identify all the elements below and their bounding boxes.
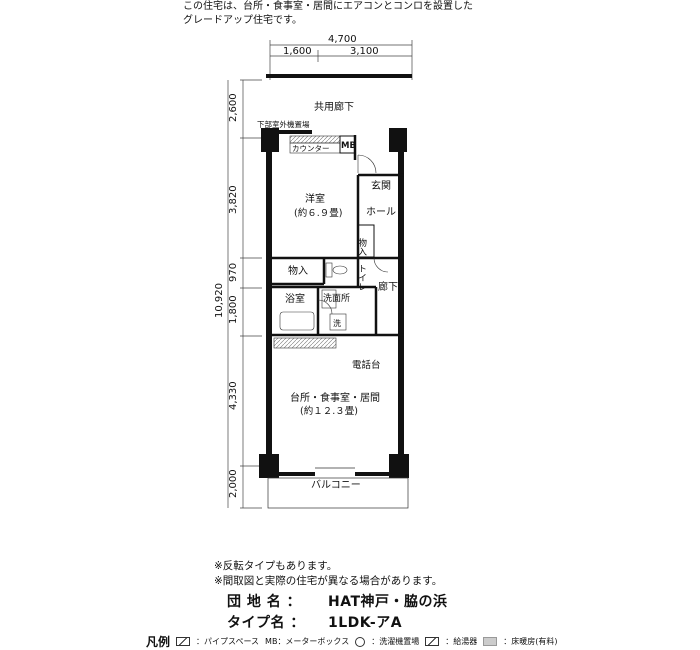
dim-left-4: 1,800 bbox=[228, 295, 239, 324]
left-dimensions bbox=[227, 79, 262, 509]
walls bbox=[259, 128, 409, 478]
dim-left-2: 3,820 bbox=[228, 185, 239, 214]
label-mb: MB bbox=[341, 141, 356, 151]
pipe-space-icon bbox=[176, 637, 190, 646]
legend-pipe-space: ：パイプスペース bbox=[196, 637, 260, 646]
type-label: タイプ名 ： bbox=[227, 615, 305, 631]
complex-label: 団 地 名 ： bbox=[227, 594, 302, 610]
bathtub bbox=[279, 311, 315, 331]
door-swings bbox=[317, 154, 389, 315]
label-washroom: 洗面所 bbox=[323, 292, 350, 304]
floor-heating-icon bbox=[483, 637, 498, 646]
label-bathroom: 浴室 bbox=[285, 292, 305, 305]
label-storage-small: 物入 bbox=[356, 237, 367, 256]
label-hall: ホール bbox=[366, 206, 396, 218]
water-heater-icon bbox=[425, 637, 440, 646]
dim-left-5: 4,330 bbox=[228, 381, 239, 410]
intro-line-2: グレードアップ住宅です。 bbox=[183, 15, 302, 26]
legend-water-heater: ：給湯器 bbox=[445, 637, 478, 646]
floor-plan: 4,700 1,600 3,100 2,600 3,820 970 1,800 … bbox=[214, 34, 413, 509]
legend: ：パイプスペース MB：メーターボックス ：洗濯機置場 ：給湯器 ：床暖房(有料… bbox=[176, 636, 557, 647]
label-hallway: 廊下 bbox=[378, 280, 398, 293]
washbasin bbox=[321, 289, 337, 309]
washer-icon bbox=[355, 636, 366, 647]
type-value: 1LDK-アA bbox=[328, 615, 403, 631]
label-balcony: バルコニー bbox=[311, 479, 361, 491]
label-ldk-size: (約１２.３畳) bbox=[300, 405, 358, 417]
dim-left-3: 970 bbox=[228, 263, 239, 282]
note-difference: ※間取図と実際の住宅が異なる場合があります。 bbox=[214, 575, 443, 587]
label-counter: カウンター bbox=[292, 144, 330, 153]
top-dimensions bbox=[269, 40, 413, 80]
label-western-room: 洋室 bbox=[305, 192, 325, 205]
label-outdoor-unit: 下部室外機置場 bbox=[257, 119, 310, 129]
interior-walls bbox=[272, 135, 404, 337]
legend-meter-box: MB：メーターボックス bbox=[265, 637, 350, 646]
label-storage: 物入 bbox=[288, 264, 308, 277]
dim-left-1: 2,600 bbox=[228, 93, 239, 122]
dim-top-total: 4,700 bbox=[328, 34, 357, 45]
label-phone-stand: 電話台 bbox=[352, 359, 381, 371]
label-entrance: 玄関 bbox=[371, 179, 391, 192]
note-reverse: ※反転タイプもあります。 bbox=[214, 560, 338, 572]
counter-strip bbox=[289, 135, 341, 144]
legend-floor-heating: ：床暖房(有料) bbox=[503, 637, 558, 646]
label-western-room-size: (約６.９畳) bbox=[294, 207, 342, 219]
toilet-bowl bbox=[332, 265, 348, 275]
legend-washer: ：洗濯機置場 bbox=[371, 637, 420, 646]
balcony-outline bbox=[267, 467, 409, 509]
legend-title: 凡例 bbox=[146, 635, 171, 649]
dim-left-total: 10,920 bbox=[214, 283, 225, 318]
complex-value: HAT神戸・脇の浜 bbox=[328, 594, 448, 610]
dim-top-left: 1,600 bbox=[283, 46, 312, 57]
label-toilet: トイレ bbox=[356, 264, 367, 291]
storage-closet bbox=[357, 224, 375, 258]
intro-text: この住宅は、台所・食事室・居間にエアコンとコンロを設置した グレードアップ住宅で… bbox=[183, 0, 473, 28]
label-wash-mark: 洗 bbox=[333, 318, 341, 328]
kitchen-counter bbox=[273, 337, 337, 349]
dim-left-6: 2,000 bbox=[228, 469, 239, 498]
dim-top-right: 3,100 bbox=[350, 46, 379, 57]
toilet-tank bbox=[325, 262, 333, 278]
washer-space bbox=[329, 313, 347, 331]
top-ledge bbox=[266, 74, 412, 78]
intro-line-1: この住宅は、台所・食事室・居間にエアコンとコンロを設置した bbox=[183, 1, 473, 12]
label-ldk: 台所・食事室・居間 bbox=[290, 391, 380, 404]
label-corridor-shared: 共用廊下 bbox=[314, 100, 354, 113]
